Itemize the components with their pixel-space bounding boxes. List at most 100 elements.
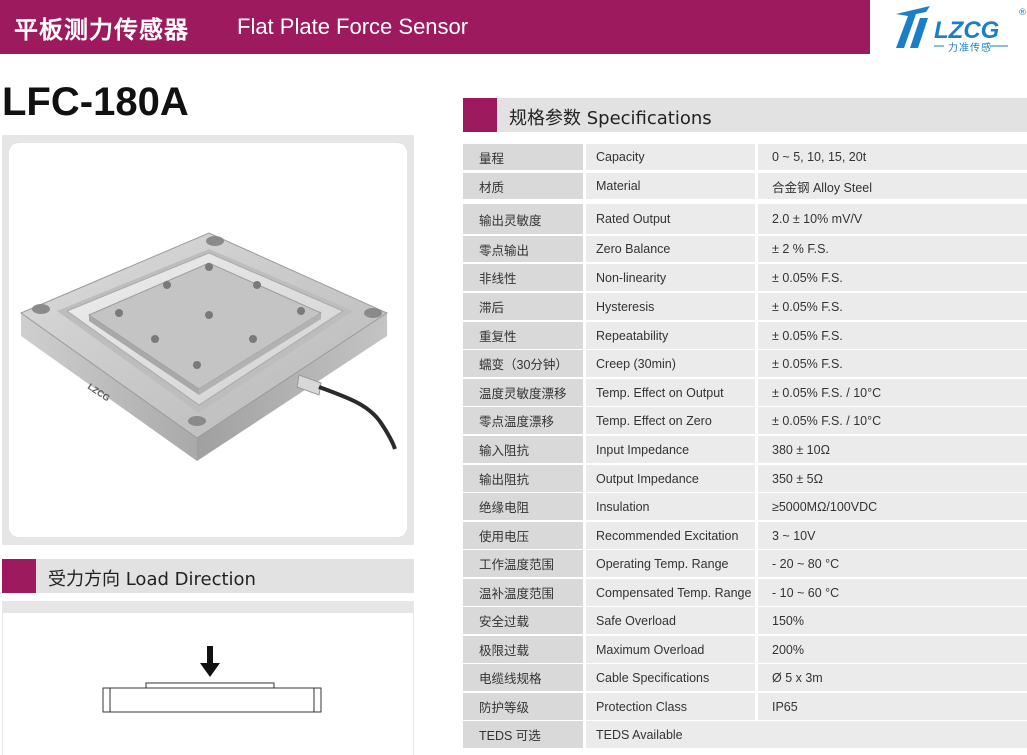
spec-value: ± 0.05% F.S. / 10°C	[758, 379, 1027, 406]
spec-value: ≥5000MΩ/100VDC	[758, 493, 1027, 520]
table-row: 工作温度范围 Operating Temp. Range - 20 ~ 80 °…	[463, 550, 1027, 577]
logo-sub: 力准传感	[948, 43, 992, 54]
logo-icon: LZCG	[896, 6, 1008, 48]
model-number: LFC-180A	[2, 80, 189, 124]
product-photo: LZCG	[19, 232, 397, 461]
spec-label-en: Maximum Overload	[586, 636, 755, 663]
spec-label-en: Cable Specifications	[586, 664, 755, 691]
spec-value: 350 ± 5Ω	[758, 465, 1027, 492]
spec-label-cn: 输出阻抗	[463, 465, 583, 492]
load-direction-panel	[2, 601, 414, 755]
table-row: 温度灵敏度漂移 Temp. Effect on Output ± 0.05% F…	[463, 379, 1027, 406]
spec-label-en: Operating Temp. Range	[586, 550, 755, 577]
table-row: 温补温度范围 Compensated Temp. Range - 10 ~ 60…	[463, 579, 1027, 606]
table-row: 电缆线规格 Cable Specifications Ø 5 x 3m	[463, 664, 1027, 691]
spec-value: 150%	[758, 607, 1027, 634]
logo-registered-mark: ®	[1018, 8, 1027, 18]
spec-label-cn: 安全过载	[463, 607, 583, 634]
spec-label-cn: 极限过载	[463, 636, 583, 663]
load-direction-diagram	[2, 601, 414, 755]
spec-label-en: TEDS Available	[586, 721, 1027, 748]
table-row: 材质 Material 合金钢 Alloy Steel	[463, 173, 1027, 199]
table-row: 输入阻抗 Input Impedance 380 ± 10Ω	[463, 436, 1027, 463]
table-row: 滞后 Hysteresis ± 0.05% F.S.	[463, 293, 1027, 320]
spec-label-cn: 温补温度范围	[463, 579, 583, 606]
product-photo-frame: LZCG	[9, 143, 407, 537]
spec-label-en: Safe Overload	[586, 607, 755, 634]
spec-label-cn: TEDS 可选	[463, 721, 583, 748]
spec-label-en: Zero Balance	[586, 236, 755, 262]
spec-label-cn: 零点输出	[463, 236, 583, 262]
spec-value: ± 0.05% F.S.	[758, 322, 1027, 349]
spec-label-cn: 温度灵敏度漂移	[463, 379, 583, 406]
spec-label-en: Input Impedance	[586, 436, 755, 463]
brand-logo: LZCG 力准传感 ®	[890, 2, 1027, 54]
spec-value: 2.0 ± 10% mV/V	[758, 204, 1027, 234]
spec-label-cn: 零点温度漂移	[463, 407, 583, 434]
spec-label-cn: 滞后	[463, 293, 583, 320]
table-row: 安全过载 Safe Overload 150%	[463, 607, 1027, 634]
spec-value: 380 ± 10Ω	[758, 436, 1027, 463]
spec-value: - 10 ~ 60 °C	[758, 579, 1027, 606]
spec-value: ± 0.05% F.S.	[758, 293, 1027, 320]
spec-label-en: Temp. Effect on Output	[586, 379, 755, 406]
spec-value: 0 ~ 5, 10, 15, 20t	[758, 144, 1027, 170]
spec-label-cn: 电缆线规格	[463, 664, 583, 691]
spec-label-en: Material	[586, 173, 755, 199]
spec-value: ± 0.05% F.S.	[758, 264, 1027, 291]
section-marker	[2, 559, 36, 593]
spec-label-en: Non-linearity	[586, 264, 755, 291]
spec-label-en: Repeatability	[586, 322, 755, 349]
spec-label-en: Protection Class	[586, 693, 755, 720]
table-row: TEDS 可选 TEDS Available	[463, 721, 1027, 748]
spec-label-cn: 蠕变（30分钟）	[463, 350, 583, 377]
spec-value: 合金钢 Alloy Steel	[758, 173, 1027, 199]
spec-value: 200%	[758, 636, 1027, 663]
spec-label-cn: 输出灵敏度	[463, 204, 583, 234]
table-row: 重复性 Repeatability ± 0.05% F.S.	[463, 322, 1027, 349]
table-row: 防护等级 Protection Class IP65	[463, 693, 1027, 720]
table-row: 蠕变（30分钟） Creep (30min) ± 0.05% F.S.	[463, 350, 1027, 377]
title-en: Flat Plate Force Sensor	[237, 14, 469, 39]
spec-label-cn: 非线性	[463, 264, 583, 291]
specifications-title: 规格参数 Specifications	[509, 108, 712, 129]
load-direction-header: 受力方向 Load Direction	[2, 559, 414, 593]
load-direction-title: 受力方向 Load Direction	[48, 569, 256, 590]
spec-label-en: Hysteresis	[586, 293, 755, 320]
logo-text: LZCG	[934, 17, 999, 44]
table-row: 零点温度漂移 Temp. Effect on Zero ± 0.05% F.S.…	[463, 407, 1027, 434]
spec-label-en: Capacity	[586, 144, 755, 170]
title-cn: 平板测力传感器	[14, 16, 189, 44]
table-row: 零点输出 Zero Balance ± 2 % F.S.	[463, 236, 1027, 262]
spec-label-cn: 输入阻抗	[463, 436, 583, 463]
spec-value: 3 ~ 10V	[758, 522, 1027, 549]
table-row: 输出灵敏度 Rated Output 2.0 ± 10% mV/V	[463, 204, 1027, 234]
spec-label-en: Recommended Excitation	[586, 522, 755, 549]
spec-label-cn: 工作温度范围	[463, 550, 583, 577]
spec-label-cn: 量程	[463, 144, 583, 170]
spec-label-en: Creep (30min)	[586, 350, 755, 377]
spec-label-cn: 重复性	[463, 322, 583, 349]
section-marker	[463, 98, 497, 132]
spec-value: ± 0.05% F.S.	[758, 350, 1027, 377]
spec-value: - 20 ~ 80 °C	[758, 550, 1027, 577]
spec-label-cn: 绝缘电阻	[463, 493, 583, 520]
table-row: 使用电压 Recommended Excitation 3 ~ 10V	[463, 522, 1027, 549]
product-photo-panel: LZCG	[2, 135, 414, 545]
spec-label-cn: 防护等级	[463, 693, 583, 720]
spec-label-en: Compensated Temp. Range	[586, 579, 755, 606]
spec-label-en: Rated Output	[586, 204, 755, 234]
spec-value: ± 0.05% F.S. / 10°C	[758, 407, 1027, 434]
header-banner: 平板测力传感器 Flat Plate Force Sensor	[0, 0, 870, 54]
specifications-header: 规格参数 Specifications	[463, 98, 1027, 132]
table-row: 极限过载 Maximum Overload 200%	[463, 636, 1027, 663]
table-row: 绝缘电阻 Insulation ≥5000MΩ/100VDC	[463, 493, 1027, 520]
spec-label-cn: 使用电压	[463, 522, 583, 549]
spec-label-en: Insulation	[586, 493, 755, 520]
spec-label-cn: 材质	[463, 173, 583, 199]
spec-value: Ø 5 x 3m	[758, 664, 1027, 691]
table-row: 输出阻抗 Output Impedance 350 ± 5Ω	[463, 465, 1027, 492]
spec-label-en: Temp. Effect on Zero	[586, 407, 755, 434]
spec-value: IP65	[758, 693, 1027, 720]
spec-value: ± 2 % F.S.	[758, 236, 1027, 262]
